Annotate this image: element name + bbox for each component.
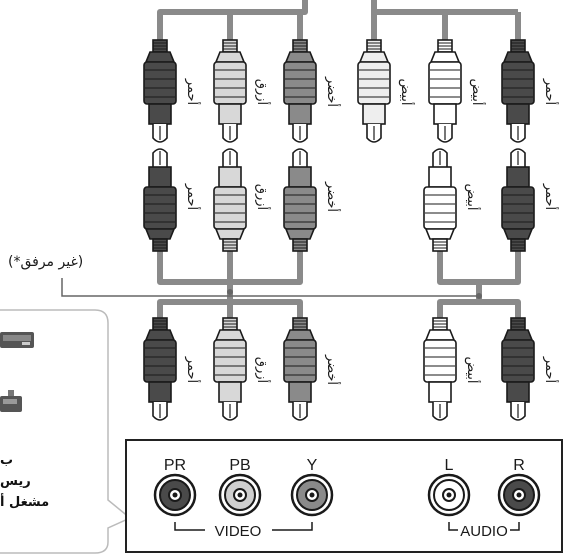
middle-plug-2: أزرق [213, 148, 271, 252]
jack-label: Y [307, 457, 318, 474]
jack-l: L [427, 457, 471, 517]
top-plug-4: أبيض [357, 39, 415, 143]
plug-color-label: أزرق [254, 357, 271, 383]
jack-r: R [497, 457, 541, 517]
plug-color-label: أحمر [542, 356, 559, 383]
top-plug-2: أزرق [213, 39, 271, 143]
middle-plug-5: أحمر [501, 148, 559, 252]
mid-audio-cable [437, 250, 521, 320]
bottom-plug-row: أحمر أزرق أخضر أبيض أحمر [143, 317, 559, 421]
bottom-plug-5: أحمر [501, 317, 559, 421]
rear-panel: PR PB Y L R VIDEO AUDIO [125, 439, 563, 553]
jack-pb: PB [218, 457, 262, 517]
top-plug-row: أحمر أزرق أخضر أبيض أبيض أحمر [143, 39, 559, 143]
plug-color-label: أحمر [184, 183, 201, 210]
jack-label: PB [229, 457, 250, 474]
video-group-bracket [174, 522, 313, 531]
plug-color-label: أخضر [324, 181, 341, 212]
middle-plug-3: أخضر [283, 148, 341, 252]
cables [157, 0, 521, 320]
mid-video-cable [157, 250, 303, 320]
jack-label: R [513, 457, 525, 474]
cable-note-text: (*غير مرفق) [8, 254, 83, 270]
plug-color-label: أحمر [542, 183, 559, 210]
dvd-player-icon [0, 332, 34, 348]
plug-color-label: أبيض [469, 78, 486, 105]
middle-plug-1: أحمر [143, 148, 201, 252]
top-audio-cable [371, 0, 521, 40]
device-line-2: ريس [0, 474, 31, 489]
plug-color-label: أزرق [254, 184, 271, 210]
plug-color-label: أبيض [398, 78, 415, 105]
top-video-cable [157, 0, 308, 40]
plug-color-label: أحمر [184, 78, 201, 105]
jack-row: PR PB Y L R [153, 457, 541, 517]
bottom-plug-3: أخضر [283, 317, 341, 421]
middle-plug-row: أحمر أزرق أخضر أبيض أحمر [143, 148, 559, 252]
middle-plug-4: أبيض [423, 148, 481, 252]
top-plug-1: أحمر [143, 39, 201, 143]
plug-color-label: أخضر [324, 76, 341, 107]
plug-color-label: أحمر [184, 356, 201, 383]
top-plug-6: أحمر [501, 39, 559, 143]
jack-y: Y [290, 457, 334, 517]
top-plug-3: أخضر [283, 39, 341, 143]
audio-group-bracket [448, 522, 520, 531]
device-callout: ب ريس مشغل أ [0, 309, 132, 554]
bottom-plug-4: أبيض [423, 317, 481, 421]
bottom-plug-2: أزرق [213, 317, 271, 421]
plug-color-label: أزرق [254, 79, 271, 105]
plug-color-label: أحمر [542, 78, 559, 105]
jack-label: PR [164, 457, 186, 474]
plug-color-label: أخضر [324, 354, 341, 385]
video-group-label: VIDEO [215, 523, 262, 540]
top-plug-5: أبيض [428, 39, 486, 143]
note-leader [61, 278, 482, 299]
plug-color-label: أبيض [464, 356, 481, 383]
bottom-plug-1: أحمر [143, 317, 201, 421]
jack-label: L [445, 457, 454, 474]
plug-color-label: أبيض [464, 183, 481, 210]
set-top-box-icon [0, 390, 22, 412]
audio-group-label: AUDIO [460, 523, 508, 540]
device-line-3: مشغل أ [0, 493, 49, 510]
jack-pr: PR [153, 457, 197, 517]
device-line-1: ب [0, 453, 13, 468]
